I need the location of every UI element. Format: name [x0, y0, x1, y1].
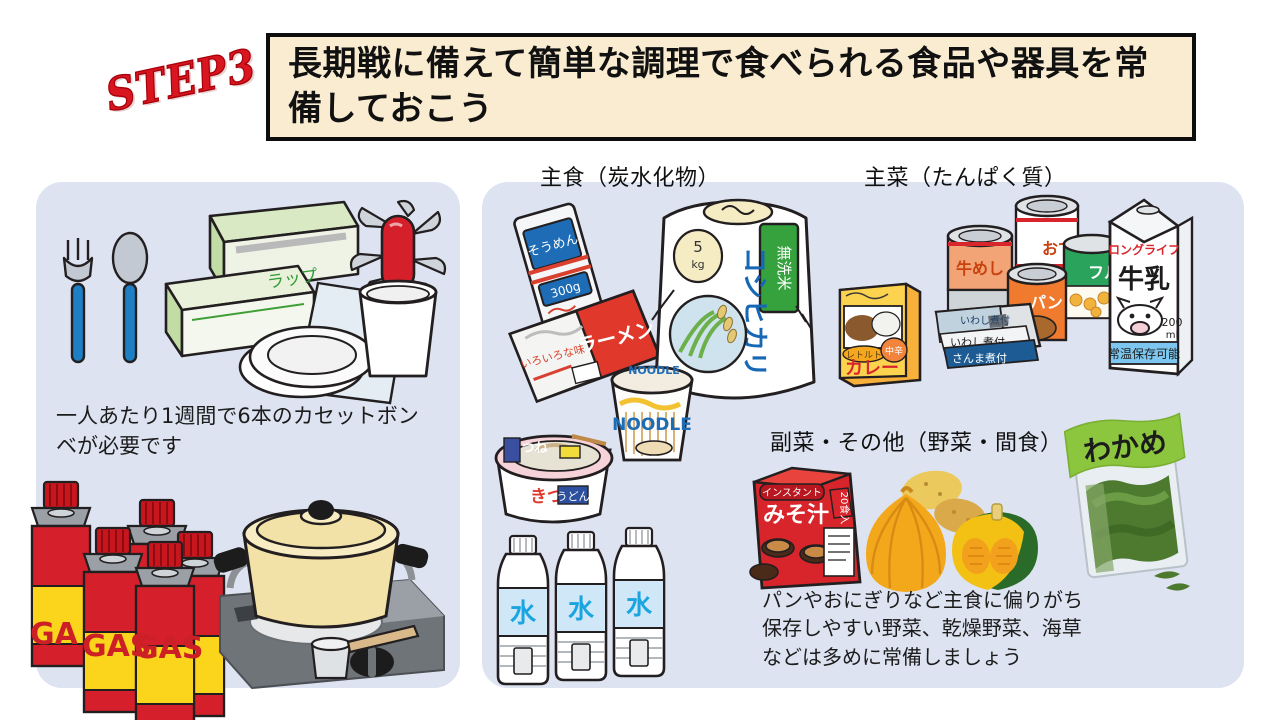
cup-noodle-illustration: NOODLE NOODLE: [610, 364, 694, 462]
retort-curry-illustration: レトルト 中辛 カレー: [838, 282, 922, 388]
iwashi-sanma-cans: いわし煮付 いわし煮付 さんま煮付: [934, 302, 1042, 369]
iwashi-top-label: いわし煮付: [960, 314, 1010, 327]
curry-spice: 中辛: [885, 345, 903, 357]
gyumeshi-can: 牛めし: [946, 224, 1014, 326]
pot-and-stove-illustration: [213, 500, 445, 690]
pumpkin-illustration: [952, 503, 1038, 590]
curry-label: カレー: [845, 358, 899, 379]
milk-label: 牛乳: [1118, 265, 1170, 295]
step-badge: STEP3: [91, 31, 271, 129]
cup-noodle-label: NOODLE: [612, 415, 692, 435]
bread-label: パン: [1030, 293, 1063, 312]
gas-canister-label: GA GAS GAS: [30, 617, 203, 666]
instant-ramen-illustration: ラーメン いろいろな味: [508, 289, 662, 404]
svg-text:GAS: GAS: [134, 631, 203, 666]
rice-weight-number: 5: [693, 238, 703, 256]
udon-label: うどん: [557, 490, 590, 503]
heading-side-dish: 副菜・その他（野菜・間食）: [770, 431, 1063, 456]
miso-count: 20食入: [838, 492, 851, 525]
rice-weight-unit: kg: [691, 258, 704, 271]
paper-cup-illustration: [358, 279, 438, 378]
milk-longlife: ロングライフ: [1108, 242, 1180, 257]
water-bottle: [612, 526, 666, 678]
gas-canister-caption: 一人あたり1週間で6本のカセットボンベが必要です: [56, 404, 419, 458]
milk-storage-note: 常温保存可能: [1108, 347, 1180, 361]
heading-protein: 主菜（たんぱく質）: [864, 166, 1067, 191]
milk-carton-illustration: ロングライフ 牛乳 200 ml 常温保存可能: [1107, 198, 1194, 377]
water-bottle: [554, 530, 608, 682]
step-label: STEP3: [101, 38, 262, 122]
fork-and-spoon-illustration: [62, 231, 149, 364]
milk-volume: 200: [1162, 316, 1183, 329]
miso-instant-label: インスタント: [762, 487, 822, 499]
sanma-label: さんま煮付: [952, 352, 1007, 365]
water-bottle: [496, 534, 550, 686]
gas-canisters-illustration: GA GAS GAS: [30, 480, 226, 720]
miso-label: みそ汁: [763, 503, 829, 528]
svg-text:GAS: GAS: [82, 629, 151, 664]
vegetable-caption: パンやおにぎりなど主食に偏りがち 保存しやすい野菜、乾燥野菜、海草 などは多めに…: [762, 588, 1083, 669]
kitsune-udon-illustration: きつね きつね うどん: [494, 434, 614, 524]
slide-title-box: 長期戦に備えて簡単な調理で食べられる食品や器具を常備しておこう: [266, 33, 1196, 141]
milk-volume-unit: ml: [1166, 330, 1179, 341]
wakame-pack-illustration: わかめ: [1063, 412, 1190, 591]
retort-label: レトルト: [846, 351, 882, 361]
heading-staple: 主食（炭水化物）: [540, 166, 721, 191]
musenmai-tag: 無洗米: [775, 245, 793, 290]
rice-bag-illustration: 無洗米 コシヒカリ 5 kg: [651, 198, 816, 400]
instant-miso-illustration: インスタント みそ汁 20食入: [749, 466, 862, 590]
gyumeshi-label: 牛めし: [956, 259, 1004, 278]
svg-text:GA: GA: [30, 617, 79, 652]
svg-text:NOODLE: NOODLE: [628, 364, 680, 377]
water-bottles-illustration: 水: [496, 526, 666, 686]
page-title: 長期戦に備えて簡単な調理で食べられる食品や器具を常備しておこう: [288, 44, 1149, 129]
canned-food-illustration: おでん フルーツ 牛めし パン いわし煮付: [934, 194, 1152, 369]
rice-brand: コシヒカリ: [739, 247, 769, 377]
onion-illustration: [866, 486, 946, 592]
